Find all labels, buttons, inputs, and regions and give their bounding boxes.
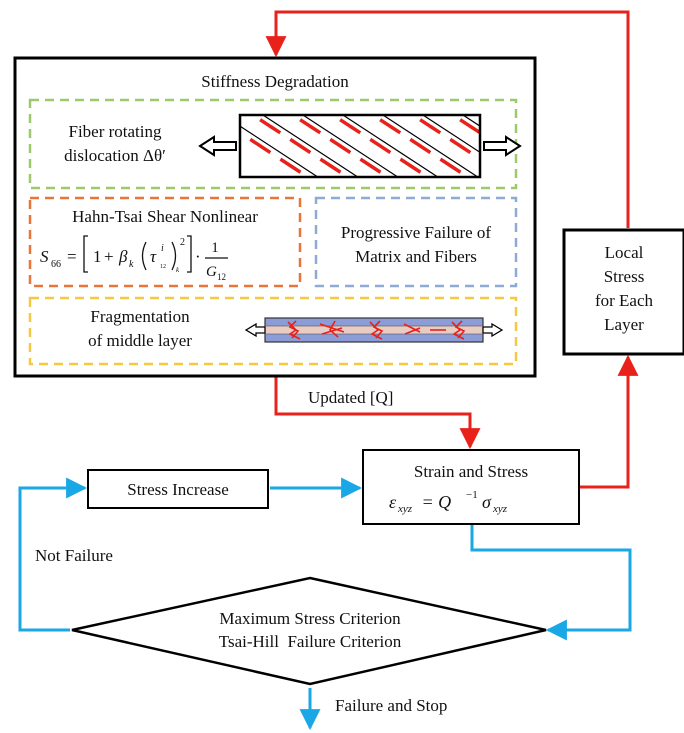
criterion-line2: Tsai-Hill Failure Criterion [219, 632, 402, 651]
formula-paren-left [141, 241, 147, 271]
local-stress-line3: for Each [595, 291, 654, 310]
not-failure-label: Not Failure [35, 546, 113, 565]
formula-bracket-left [83, 235, 88, 273]
updated-q-arrow [274, 377, 481, 450]
eq-sigma: σ [482, 492, 492, 512]
failure-stop-label: Failure and Stop [335, 696, 447, 715]
hahn-tsai-formula: S 66 = 1 + β k τ i 12 2 k · 1 G 12 [40, 235, 228, 282]
updated-q-label: Updated [Q] [308, 388, 393, 407]
strain-stress-equation: ε xyz = Q −1 σ xyz [389, 489, 508, 515]
criterion-diamond [71, 576, 547, 686]
formula-plus: + [104, 247, 114, 266]
eq-inverse-sup: −1 [466, 489, 478, 501]
formula-s: S [40, 247, 49, 266]
fiber-rotating-label-line2: dislocation Δθ′ [64, 146, 166, 165]
formula-beta: β [118, 247, 128, 266]
formula-k: k [176, 266, 180, 274]
formula-tau: τ [150, 247, 157, 266]
laminate-arrow-left-icon [244, 322, 266, 338]
strain-stress-box [362, 449, 580, 525]
fiber-rotating-label-line1: Fiber rotating [68, 122, 162, 141]
local-stress-line2: Stress [604, 267, 645, 286]
hahn-tsai-title: Hahn-Tsai Shear Nonlinear [72, 207, 258, 226]
hollow-arrow-left-icon [198, 135, 237, 157]
formula-denominator: G [206, 264, 217, 280]
formula-dot: · [195, 247, 201, 266]
formula-denominator-sub: 12 [217, 272, 226, 282]
local-stress-line4: Layer [604, 315, 644, 334]
stress-increase-box [87, 469, 269, 509]
formula-square: 2 [180, 237, 185, 248]
fragmentation-box [28, 296, 518, 366]
hollow-arrow-right-icon [483, 135, 522, 157]
criterion-line1: Maximum Stress Criterion [219, 609, 401, 628]
formula-bracket-right [187, 235, 192, 273]
fragmentation-line2: of middle layer [88, 331, 192, 350]
fiber-specimen-outline [238, 113, 482, 179]
local-stress-line1: Local [605, 243, 644, 262]
stress-increase-label: Stress Increase [127, 480, 229, 499]
eq-epsilon-sub: xyz [397, 503, 413, 515]
formula-beta-sub: k [129, 259, 134, 270]
fragment-cracks [287, 320, 466, 340]
formula-tau-sub: 12 [160, 264, 166, 270]
formula-one: 1 [93, 247, 102, 266]
eq-sigma-sub: xyz [492, 503, 508, 515]
local-stress-box [562, 228, 684, 356]
progressive-failure-box [314, 196, 518, 288]
eq-epsilon: ε [389, 492, 397, 512]
eq-equals-q: = Q [417, 492, 451, 512]
feedback-arrow-top [265, 10, 630, 228]
hahn-tsai-box [28, 196, 302, 288]
not-failure-loop-arrow [18, 477, 88, 632]
formula-paren-right [171, 241, 177, 271]
strain-stress-title: Strain and Stress [414, 462, 528, 481]
strain-to-criterion-arrow [470, 525, 632, 641]
stiffness-degradation-title: Stiffness Degradation [201, 72, 349, 91]
fiber-specimen [240, 115, 480, 177]
formula-numerator: 1 [211, 240, 219, 256]
laminate-arrow-right-icon [482, 322, 504, 338]
formula-eq: = [67, 247, 77, 266]
formula-s-sub: 66 [51, 259, 61, 270]
formula-tau-sup: i [161, 243, 164, 254]
progressive-failure-line1: Progressive Failure of [341, 223, 491, 242]
local-stress-arrow [580, 354, 639, 489]
progressive-failure-line2: Matrix and Fibers [355, 247, 477, 266]
fragmentation-line1: Fragmentation [90, 307, 190, 326]
